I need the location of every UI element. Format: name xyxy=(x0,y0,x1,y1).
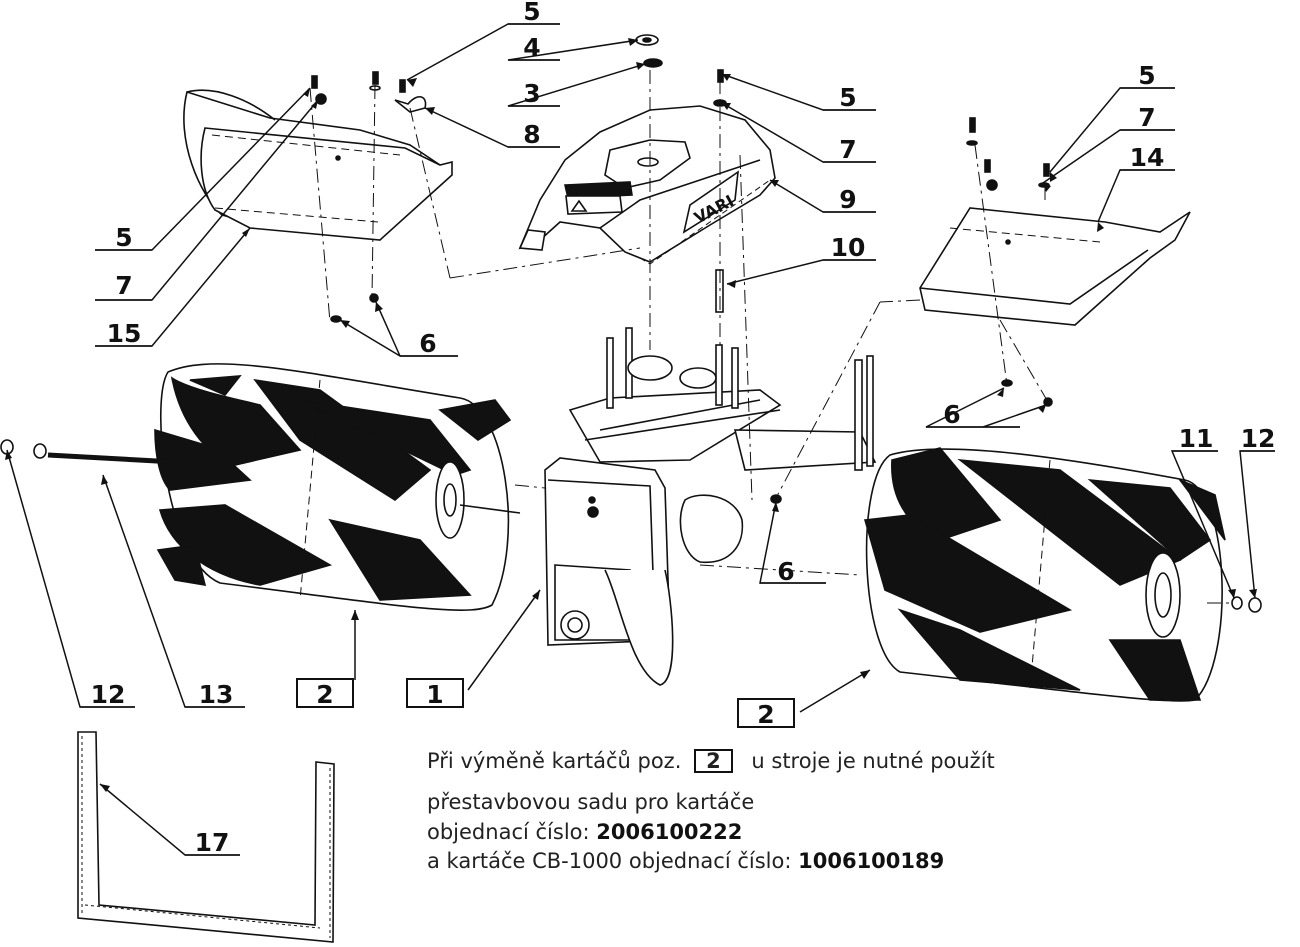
note-line-2: přestavbovou sadu pro kartáče xyxy=(427,790,755,814)
washers-top xyxy=(635,34,663,68)
label-12-left: 12 xyxy=(91,680,126,709)
label-8: 8 xyxy=(523,120,540,149)
label-5-right: 5 xyxy=(1138,61,1155,90)
note-boxed-position: 2 xyxy=(694,749,733,773)
note-line-3: objednací číslo: 2006100222 xyxy=(427,819,742,845)
left-cover-screws xyxy=(311,71,427,113)
label-7-left: 7 xyxy=(115,271,132,300)
note-line-1-post: u stroje je nutné použít xyxy=(751,749,995,773)
label-7-right: 7 xyxy=(1138,103,1155,132)
label-11: 11 xyxy=(1179,424,1214,453)
label-2-left: 2 xyxy=(316,680,333,709)
label-15: 15 xyxy=(107,319,142,348)
label-6-right: 6 xyxy=(943,400,960,429)
note-line-3-pre: objednací číslo: xyxy=(427,820,590,844)
right-brush-cover xyxy=(919,207,1191,326)
label-17: 17 xyxy=(195,828,230,857)
label-14: 14 xyxy=(1130,143,1165,172)
label-5-left: 5 xyxy=(115,223,132,252)
label-4: 4 xyxy=(523,33,540,62)
boxed-label-frame-2-right xyxy=(737,698,795,728)
u-frame-bracket xyxy=(77,731,335,943)
label-5-top: 5 xyxy=(523,0,540,26)
label-12-right: 12 xyxy=(1241,424,1276,453)
note-line-4: a kartáče CB-1000 objednací číslo: 10061… xyxy=(427,848,944,874)
left-brush-cover xyxy=(183,89,453,241)
boxed-label-frame-2-left xyxy=(296,678,354,708)
boxed-label-frame-1 xyxy=(406,678,464,708)
note-line-4-pre: a kartáče CB-1000 objednací číslo: xyxy=(427,849,792,873)
right-brush xyxy=(863,447,1262,702)
label-7-hood: 7 xyxy=(839,135,856,164)
label-10: 10 xyxy=(831,233,866,262)
note-line-1-pre: Při výměně kartáčů poz. xyxy=(427,749,682,773)
left-brush xyxy=(154,363,521,611)
small-screws-6 xyxy=(330,293,1053,504)
assembly-centerlines xyxy=(309,70,1232,604)
label-2-right: 2 xyxy=(757,700,774,729)
label-underlines xyxy=(80,23,1275,856)
label-3: 3 xyxy=(523,79,540,108)
label-5-hood: 5 xyxy=(839,83,856,112)
label-1: 1 xyxy=(426,680,443,709)
axle-rod xyxy=(0,439,176,465)
part-number-labels: 5 4 3 8 5 7 9 5 7 14 5 7 15 10 6 6 6 11 … xyxy=(91,0,1276,857)
center-hood: VARI xyxy=(518,105,776,265)
label-6-left: 6 xyxy=(419,329,436,358)
note-line-1: Při výměně kartáčů poz. 2 u stroje je nu… xyxy=(427,748,995,774)
label-6-center: 6 xyxy=(777,557,794,586)
order-number-kit: 2006100222 xyxy=(596,820,743,844)
order-number-brushes: 1006100189 xyxy=(798,849,945,873)
label-13: 13 xyxy=(199,680,234,709)
center-frame xyxy=(544,327,877,686)
leader-arrowheads xyxy=(5,38,1257,792)
label-9: 9 xyxy=(839,185,856,214)
